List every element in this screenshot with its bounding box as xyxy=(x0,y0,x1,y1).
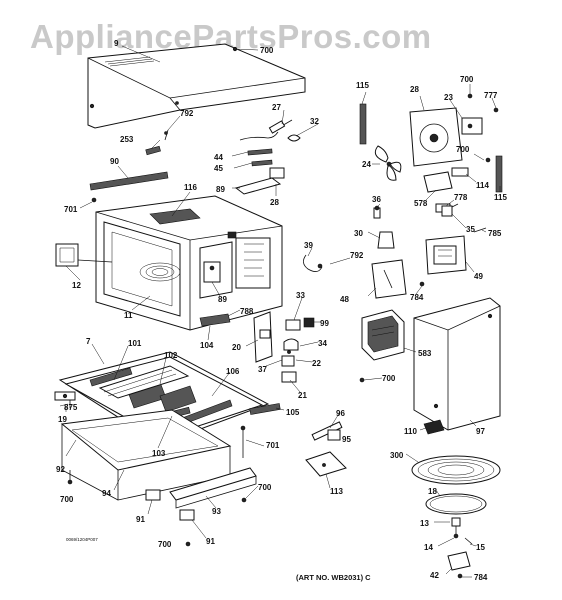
high-voltage-group xyxy=(359,205,487,383)
small-hardware-group xyxy=(89,119,301,203)
label-785: 785 xyxy=(488,229,502,238)
label-777: 777 xyxy=(484,91,498,100)
label-110: 110 xyxy=(404,427,417,436)
leader-lines xyxy=(59,45,501,578)
label-18: 18 xyxy=(428,487,437,496)
label-14: 14 xyxy=(424,543,433,552)
label-37: 37 xyxy=(258,365,267,374)
label-49: 49 xyxy=(474,272,483,281)
label-114: 114 xyxy=(476,181,489,190)
label-19: 19 xyxy=(58,415,67,424)
outer-cover-part xyxy=(87,43,306,129)
label-583: 583 xyxy=(418,349,432,358)
label-97: 97 xyxy=(476,427,485,436)
art-number-text: (ART NO. WB2031) C xyxy=(296,573,371,582)
label-113: 113 xyxy=(330,487,343,496)
label-700-fan: 700 xyxy=(460,75,474,84)
label-90: 90 xyxy=(110,157,119,166)
fan-motor-assembly xyxy=(359,93,503,213)
label-92: 92 xyxy=(56,465,65,474)
label-33: 33 xyxy=(296,291,305,300)
label-700-right: 700 xyxy=(456,145,470,154)
label-21: 21 xyxy=(298,391,307,400)
label-13: 13 xyxy=(420,519,429,528)
label-115-right: 115 xyxy=(494,193,507,202)
label-102: 102 xyxy=(164,351,178,360)
part-number-labels: 9 700 792 27 32 253 90 44 45 116 89 28 7… xyxy=(56,39,507,582)
label-22: 22 xyxy=(312,359,321,368)
misc-center-parts xyxy=(303,254,347,477)
label-28-left: 28 xyxy=(270,198,279,207)
label-300: 300 xyxy=(390,451,404,460)
small-code-text: 0069/1204P007 xyxy=(66,537,98,542)
label-875: 875 xyxy=(64,403,78,412)
label-32: 32 xyxy=(310,117,319,126)
label-93: 93 xyxy=(212,507,221,516)
label-42: 42 xyxy=(430,571,439,580)
label-35: 35 xyxy=(466,225,475,234)
label-700: 700 xyxy=(260,46,274,55)
label-89-mid: 89 xyxy=(218,295,227,304)
side-panel-part xyxy=(413,297,501,435)
label-106: 106 xyxy=(226,367,240,376)
label-24: 24 xyxy=(362,160,371,169)
label-39: 39 xyxy=(304,241,313,250)
label-700-bottom: 700 xyxy=(158,540,172,549)
label-700-bottom-right: 700 xyxy=(258,483,272,492)
oven-cavity-part xyxy=(55,195,283,331)
label-104: 104 xyxy=(200,341,214,350)
label-45: 45 xyxy=(214,164,223,173)
label-30: 30 xyxy=(354,229,363,238)
label-253: 253 xyxy=(120,135,134,144)
label-105: 105 xyxy=(286,408,300,417)
label-11: 11 xyxy=(124,311,133,320)
label-95: 95 xyxy=(342,435,351,444)
door-switch-group xyxy=(253,311,315,383)
label-7: 7 xyxy=(86,337,91,346)
label-700-left: 700 xyxy=(60,495,74,504)
label-12: 12 xyxy=(72,281,81,290)
label-99: 99 xyxy=(320,319,329,328)
label-792: 792 xyxy=(180,109,194,118)
label-48: 48 xyxy=(340,295,349,304)
label-788: 788 xyxy=(240,307,254,316)
label-44: 44 xyxy=(214,153,223,162)
label-103: 103 xyxy=(152,449,166,458)
label-115-top: 115 xyxy=(356,81,369,90)
label-89-top: 89 xyxy=(216,185,225,194)
label-784-mid: 784 xyxy=(410,293,424,302)
label-116: 116 xyxy=(184,183,197,192)
turntable-assembly xyxy=(411,455,501,579)
bottom-plate-part xyxy=(60,409,257,547)
label-792-right: 792 xyxy=(350,251,364,260)
label-94: 94 xyxy=(102,489,111,498)
label-27: 27 xyxy=(272,103,281,112)
label-9: 9 xyxy=(114,39,119,48)
label-91-left: 91 xyxy=(136,515,145,524)
label-578: 578 xyxy=(414,199,428,208)
label-784-bottom: 784 xyxy=(474,573,488,582)
label-23: 23 xyxy=(444,93,453,102)
label-20: 20 xyxy=(232,343,241,352)
label-34: 34 xyxy=(318,339,327,348)
label-101: 101 xyxy=(128,339,142,348)
label-700-transformer: 700 xyxy=(382,374,396,383)
label-91-bottom: 91 xyxy=(206,537,215,546)
label-96: 96 xyxy=(336,409,345,418)
label-15: 15 xyxy=(476,543,485,552)
label-778: 778 xyxy=(454,193,468,202)
label-28-right: 28 xyxy=(410,85,419,94)
label-701-top: 701 xyxy=(64,205,78,214)
label-701-bottom: 701 xyxy=(266,441,280,450)
label-36: 36 xyxy=(372,195,381,204)
